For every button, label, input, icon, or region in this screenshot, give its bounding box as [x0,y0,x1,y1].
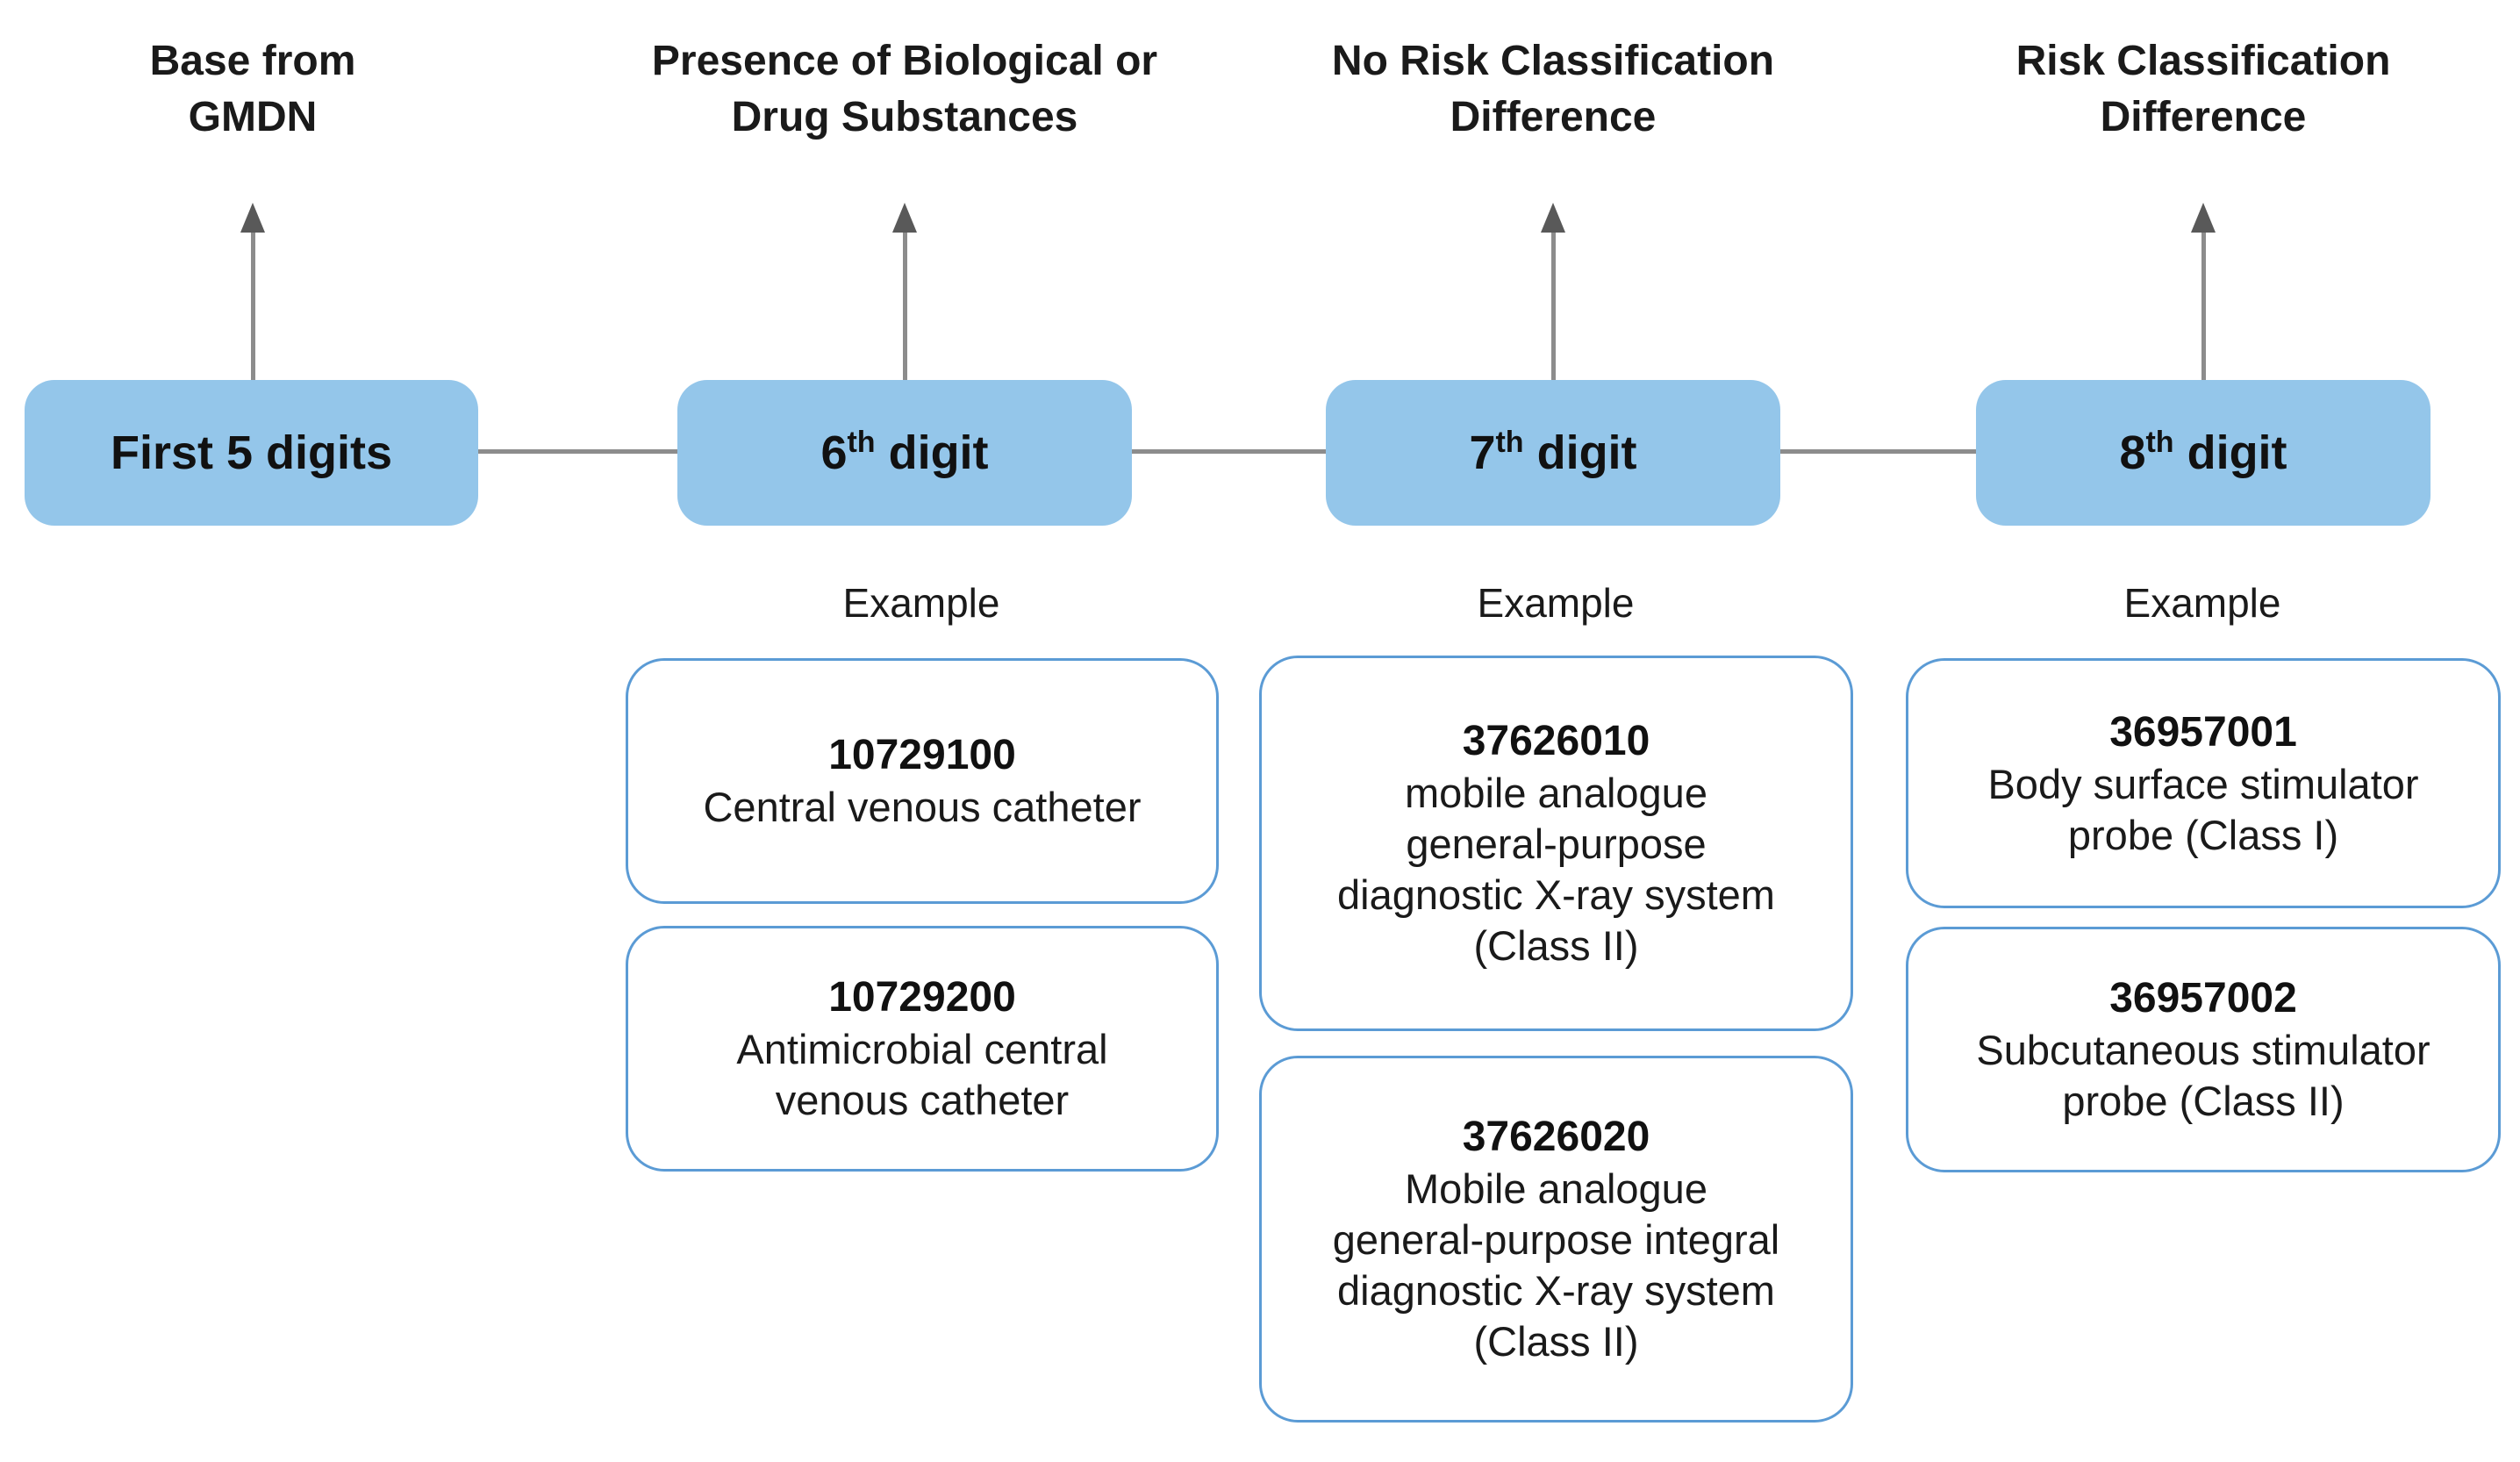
up-arrow-line [903,231,907,380]
example-code: 37626020 [1462,1114,1650,1160]
example-card: 10729100 Central venous catheter [626,658,1219,904]
example-description: Mobile analogue general-purpose integral… [1332,1165,1780,1365]
digit-node-first-5-digits: First 5 digits [25,380,478,526]
example-code: 10729200 [828,974,1016,1021]
digit-node-label: First 5 digits [110,426,393,479]
up-arrow-line [2201,231,2206,380]
digit-node-label: 8th digit [2119,426,2287,479]
example-code: 37626010 [1462,718,1650,764]
digit-node-6th-digit: 6th digit [677,380,1132,526]
example-description: mobile analogue general-purpose diagnost… [1337,770,1775,969]
up-arrow-head-icon [2191,203,2216,233]
digit-node-label: 6th digit [820,426,989,479]
up-arrow-line [251,231,255,380]
example-description: Body surface stimulator probe (Class I) [1987,760,2419,858]
example-label: Example [1477,580,1635,626]
example-card: 37626010 mobile analogue general-purpose… [1259,656,1853,1031]
example-card: 10729200 Antimicrobial central venous ca… [626,926,1219,1172]
example-code: 10729100 [828,732,1016,778]
example-card: 36957002 Subcutaneous stimulator probe (… [1906,927,2501,1172]
top-label-biological-drug-substances: Presence of Biological or Drug Substance… [651,38,1158,140]
example-label: Example [2123,580,2281,626]
top-label-base-from-gmdn: Base from GMDN [149,38,356,140]
up-arrow-head-icon [1541,203,1565,233]
digit-node-8th-digit: 8th digit [1976,380,2431,526]
example-card: 36957001 Body surface stimulator probe (… [1906,658,2501,908]
example-card: 37626020 Mobile analogue general-purpose… [1259,1056,1853,1423]
connector-line [254,449,2203,454]
example-label: Example [842,580,1000,626]
digit-node-label: 7th digit [1469,426,1637,479]
top-label-risk-classification-difference: Risk Classification Difference [2015,38,2391,140]
digit-node-7th-digit: 7th digit [1326,380,1780,526]
up-arrow-head-icon [240,203,265,233]
example-code: 36957002 [2109,975,2297,1021]
example-code: 36957001 [2109,708,2297,756]
up-arrow-line [1551,231,1556,380]
example-description: Central venous catheter [703,784,1142,830]
example-description: Antimicrobial central venous catheter [736,1026,1108,1123]
example-description: Subcutaneous stimulator probe (Class II) [1976,1027,2431,1124]
up-arrow-head-icon [892,203,917,233]
top-label-no-risk-classification-difference: No Risk Classification Difference [1331,38,1775,140]
